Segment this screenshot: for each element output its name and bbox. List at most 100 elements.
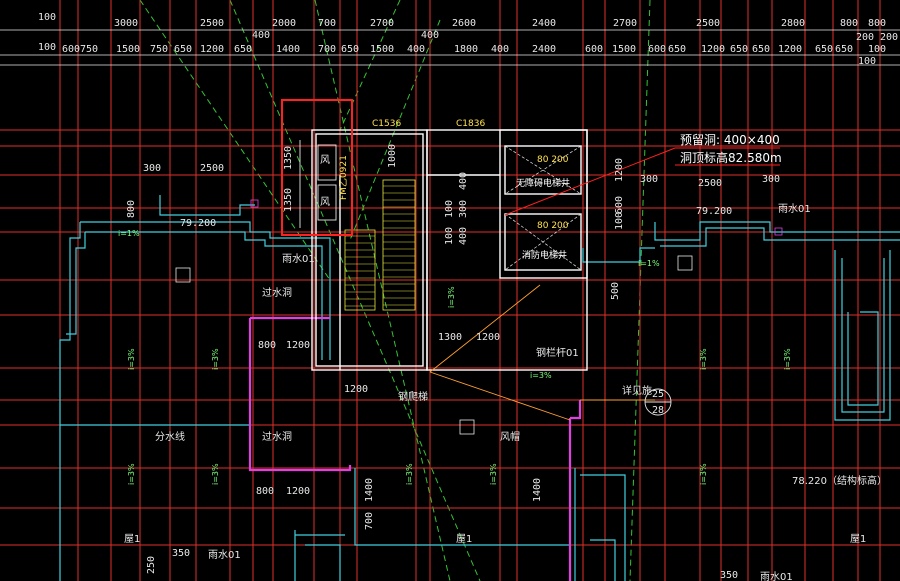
window-tag: C1536: [372, 119, 401, 129]
top-dim: 3000: [114, 18, 138, 29]
dim-1350: 1350: [283, 188, 294, 212]
top-dim: 200: [856, 32, 874, 43]
top-dim: 600: [648, 44, 666, 55]
slope-labels: i=3% i=3% i=3% i=3% i=3% i=3% i=3% i=3% …: [127, 286, 792, 485]
dim-800: 800: [256, 486, 274, 497]
slope: i=1%: [118, 229, 140, 238]
canopy-label: 风帽: [500, 430, 520, 443]
shaft-labels: 风 风 1350 1350 FM乙0921 C1536: [283, 119, 401, 212]
slope: i=3%: [783, 348, 792, 370]
rain-drain-purple: [774, 227, 783, 236]
slope: i=3%: [530, 371, 552, 380]
top-dim: 100: [38, 12, 56, 23]
dim-1350: 1350: [283, 146, 294, 170]
top-dim: 100: [858, 56, 876, 67]
top-dim: 100: [38, 42, 56, 53]
dim-1000: 1000: [387, 144, 398, 168]
top-dim: 2400: [532, 18, 556, 29]
top-dim: 400: [407, 44, 425, 55]
dim-350: 350: [720, 570, 738, 581]
top-dim: 650: [835, 44, 853, 55]
magenta-overflow-wall: [248, 316, 582, 581]
dim-300: 300: [762, 174, 780, 185]
dim-700: 700: [364, 512, 375, 530]
note-line-1: 预留洞: 400×400: [680, 133, 780, 147]
top-dim: 2500: [696, 18, 720, 29]
green-reference-lines: [139, 0, 651, 581]
top-dim: 2700: [613, 18, 637, 29]
top-dim: 1500: [612, 44, 636, 55]
red-grid-vertical: [59, 0, 881, 581]
dim-400: 400: [458, 172, 469, 190]
dim-300: 300: [458, 200, 469, 218]
elevation: 79.200: [180, 218, 216, 229]
top-dim: 800: [868, 18, 886, 29]
dim-1200: 1200: [614, 158, 625, 182]
detail-ref-label: 详见施: [622, 384, 652, 397]
top-dim: 1400: [276, 44, 300, 55]
elevator-cross-marks: [504, 145, 582, 271]
top-dimension-lines: [0, 29, 900, 66]
slope: i=3%: [405, 463, 414, 485]
stair-tread-lines: [345, 185, 415, 307]
top-dim: 200: [880, 32, 898, 43]
top-dim: 1200: [200, 44, 224, 55]
detail-ref-circle[interactable]: [644, 388, 672, 416]
stair-labels: C1836 1000 400 100 300 400 100 1300 1200…: [344, 119, 500, 395]
dim-1400: 1400: [364, 478, 375, 502]
top-dim: 650: [174, 44, 192, 55]
dim-100: 100: [444, 200, 455, 218]
door-tag: FM乙0921: [338, 155, 349, 200]
rain-label: 雨水01: [760, 571, 793, 581]
dim-2500: 2500: [698, 178, 722, 189]
roof-label: 屋1: [456, 533, 472, 545]
top-dim: 750: [80, 44, 98, 55]
guard-rail-label: 钢栏杆01: [536, 346, 579, 359]
top-dim: 400: [491, 44, 509, 55]
top-dim: 2000: [272, 18, 296, 29]
dim-800: 800: [126, 200, 137, 218]
rain-drain-purple: [250, 199, 259, 208]
right-block-labels: 300 2500 300 79.200 雨水01 i=1%: [638, 174, 811, 268]
top-dim: 2400: [532, 44, 556, 55]
slope: i=3%: [447, 286, 456, 308]
top-dim: 800: [840, 18, 858, 29]
highlight-box[interactable]: [281, 99, 353, 236]
divide-line-label: 分水线: [155, 430, 185, 443]
top-dim: 100: [868, 44, 886, 55]
slope: i=3%: [211, 348, 220, 370]
top-dim: 1500: [116, 44, 140, 55]
elevation-right: 78.220（结构标高）: [792, 474, 887, 487]
top-dim: 2600: [452, 18, 476, 29]
fan-label: 风: [320, 154, 330, 166]
dim-300: 300: [143, 163, 161, 174]
slope: i=3%: [127, 348, 136, 370]
roof-label: 屋1: [124, 533, 140, 545]
dim-2500: 2500: [200, 163, 224, 174]
slope: i=3%: [211, 463, 220, 485]
overflow-label: 过水洞: [262, 430, 292, 443]
detail-ref-top: 25: [652, 389, 664, 400]
slope: i=3%: [699, 348, 708, 370]
annotation-leader: [504, 147, 780, 216]
top-dim: 1500: [370, 44, 394, 55]
note-line-2: 洞顶标高82.580m: [680, 150, 782, 165]
detail-ref-bottom: 28: [652, 405, 664, 416]
orange-leader-lines: [429, 284, 655, 421]
dim-1200: 1200: [286, 486, 310, 497]
rain-label: 雨水01: [282, 253, 315, 265]
elevation: 79.200: [696, 206, 732, 217]
top-dim: 400: [421, 30, 439, 41]
roof-label: 屋1: [850, 533, 866, 545]
top-dim: 650: [341, 44, 359, 55]
steel-stair-label: 钢爬梯: [398, 390, 428, 403]
top-dimension-row-2: 100 600 750 1500 750 650 1200 650 1400 7…: [38, 32, 898, 67]
left-block-labels: 300 2500 800 79.200 i=1% 雨水01: [118, 163, 315, 265]
elevator-name: 消防电梯井: [522, 249, 567, 261]
shaft-interior: [299, 140, 337, 228]
elevator-name: 无障碍电梯井: [516, 177, 570, 189]
top-dim: 650: [668, 44, 686, 55]
top-dim: 2800: [781, 18, 805, 29]
dim-350: 350: [172, 548, 190, 559]
